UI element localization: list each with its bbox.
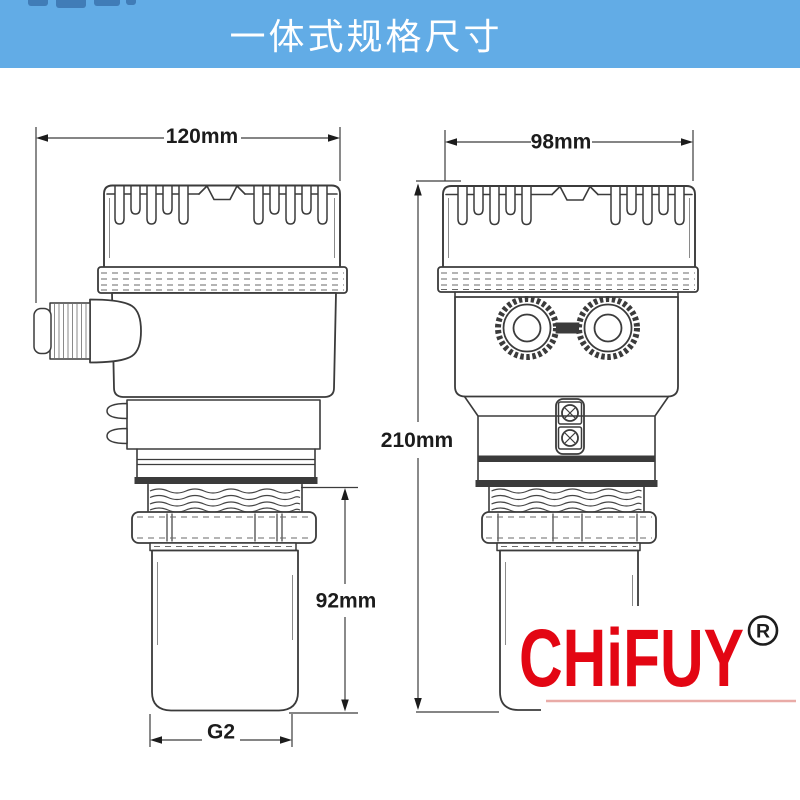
left-device-horn (151, 549, 299, 712)
dim-label-height-right: 210mm (381, 429, 453, 452)
dimension-92mm: 92mm (289, 486, 377, 714)
watermark-remnant (28, 0, 48, 6)
registered-trademark-icon: R (747, 615, 779, 646)
cable-entry-left (495, 296, 559, 360)
svg-text:R: R (756, 621, 770, 643)
dim-label-thread: G2 (207, 721, 235, 744)
chfuy-logo: CHiFUY R (519, 606, 800, 712)
left-device-mid-section (106, 399, 321, 484)
cable-gland (33, 298, 142, 364)
right-device-cap (442, 185, 696, 268)
screw-bracket (555, 398, 585, 455)
right-device-thread (488, 486, 645, 513)
right-device-mid-section (463, 395, 670, 487)
watermark-remnant (94, 0, 120, 6)
page-header: 一体式规格尺寸 (0, 0, 800, 68)
left-device-thread (147, 483, 303, 513)
left-device-cap (103, 184, 341, 268)
right-device-hex-nut (481, 511, 657, 552)
dimension-98mm: 98mm (444, 130, 694, 181)
left-device-hex-nut (131, 511, 317, 552)
right-device-flange (437, 266, 699, 293)
left-device-body (111, 292, 337, 398)
page-title: 一体式规格尺寸 (229, 16, 503, 57)
watermark-remnant (126, 0, 136, 5)
left-device-view: 120mm 92mm G2 (33, 125, 377, 747)
cable-entry-right (576, 296, 640, 360)
dimension-120mm: 120mm (35, 125, 341, 303)
dimension-g2: G2 (149, 714, 293, 747)
dim-label-height-left: 92mm (316, 590, 377, 613)
left-device-flange (97, 266, 348, 294)
watermark-remnant (56, 0, 86, 8)
dimension-210mm: 210mm (381, 180, 499, 713)
right-device-body (454, 291, 679, 398)
dim-label-width-right: 98mm (531, 131, 592, 154)
brand-logo-text: CHiFUY (519, 613, 744, 704)
dim-label-width-left: 120mm (166, 125, 238, 148)
